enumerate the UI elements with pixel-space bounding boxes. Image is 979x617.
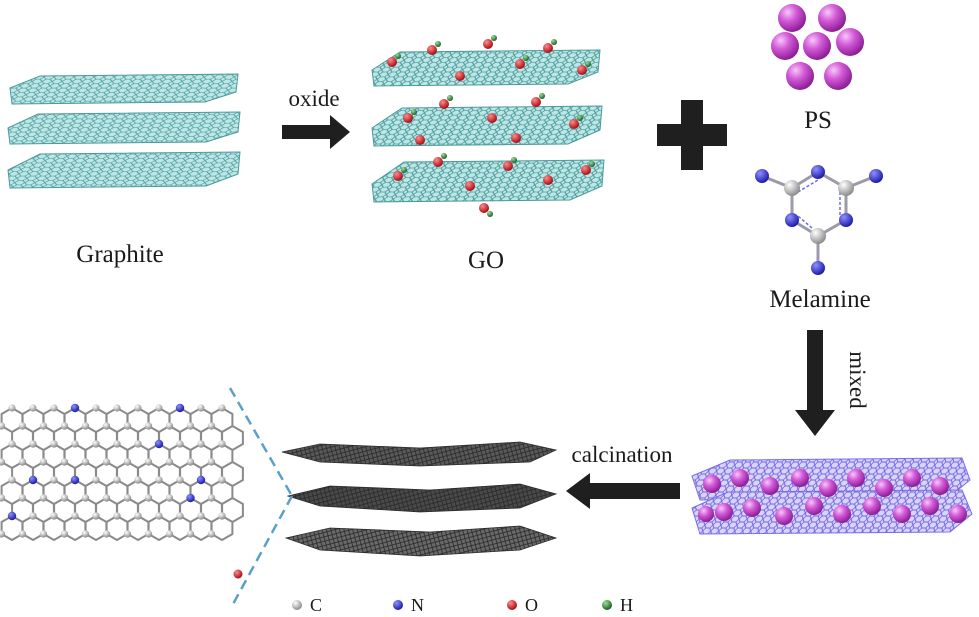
melamine-molecule	[755, 165, 883, 275]
legend-c-label: C	[310, 595, 322, 615]
go-stack	[371, 35, 605, 217]
calcination-label: calcination	[572, 442, 673, 467]
mixed-composite	[691, 457, 973, 535]
mixed-arrow	[795, 330, 835, 436]
oxide-arrow	[282, 115, 350, 149]
oxide-label: oxide	[288, 86, 339, 111]
go-label: GO	[468, 247, 504, 274]
legend-h-marker	[602, 600, 612, 610]
plus-icon	[657, 100, 727, 170]
melamine-label: Melamine	[769, 286, 870, 313]
graphite-label: Graphite	[76, 241, 163, 268]
legend-n-marker	[393, 600, 403, 610]
legend-o-label: O	[525, 595, 538, 615]
porous-carbon-layers	[281, 441, 558, 557]
legend-n-label: N	[411, 595, 424, 615]
ps-label: PS	[804, 107, 832, 134]
n-doped-graphene-lattice	[0, 403, 244, 579]
legend-c-marker	[292, 600, 302, 610]
mixed-label: mixed	[845, 351, 870, 409]
graphite-stack	[7, 73, 241, 189]
calcination-arrow	[566, 473, 680, 509]
atom-legend: C N O H	[292, 595, 633, 615]
ps-spheres	[771, 4, 864, 90]
legend-h-label: H	[620, 595, 633, 615]
zoom-cut-lines	[228, 387, 294, 607]
legend-o-marker	[507, 600, 517, 610]
